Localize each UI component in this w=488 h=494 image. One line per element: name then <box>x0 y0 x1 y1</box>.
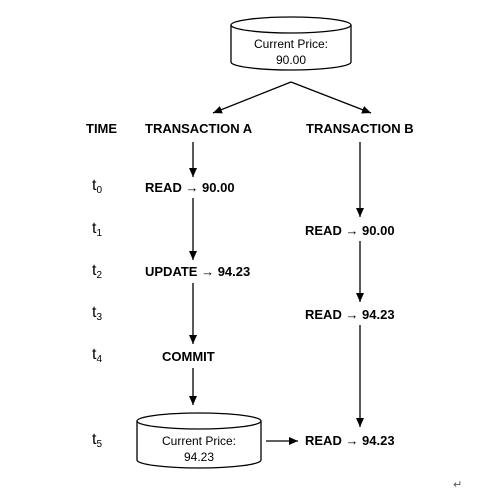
time-label-t0: t0 <box>92 177 103 196</box>
time-label-t3: t3 <box>92 304 103 323</box>
top-database-icon <box>230 16 352 71</box>
top-database-label: Current Price: 90.00 <box>231 36 351 68</box>
top-database-line1: Current Price: <box>253 37 329 51</box>
time-label-t4: t4 <box>92 346 103 365</box>
transaction-a-read: READ → 90.00 <box>145 180 235 195</box>
transaction-b-read-3: READ → 94.23 <box>305 433 395 448</box>
arrow-db-to-transaction-a <box>212 81 292 114</box>
time-label-t1: t1 <box>92 220 103 239</box>
bottom-database-label: Current Price: 94.23 <box>137 433 261 465</box>
transaction-b-read-2: READ → 94.23 <box>305 307 395 322</box>
time-label-t5: t5 <box>92 431 103 450</box>
transaction-a-update: UPDATE → 94.23 <box>145 264 251 279</box>
transaction-b-header: TRANSACTION B <box>306 121 414 136</box>
transaction-a-commit: COMMIT <box>162 349 215 364</box>
bottom-database-value: 94.23 <box>183 450 215 464</box>
bottom-database-icon <box>136 412 262 469</box>
time-header: TIME <box>86 121 118 136</box>
arrow-db-to-transaction-b <box>290 81 372 114</box>
transaction-a-header: TRANSACTION A <box>145 121 253 136</box>
bottom-database-line1: Current Price: <box>161 434 237 448</box>
time-label-t2: t2 <box>92 262 103 281</box>
transaction-b-read-1: READ → 90.00 <box>305 223 395 238</box>
top-database-value: 90.00 <box>275 53 307 67</box>
paragraph-mark: ↵ <box>453 478 463 491</box>
